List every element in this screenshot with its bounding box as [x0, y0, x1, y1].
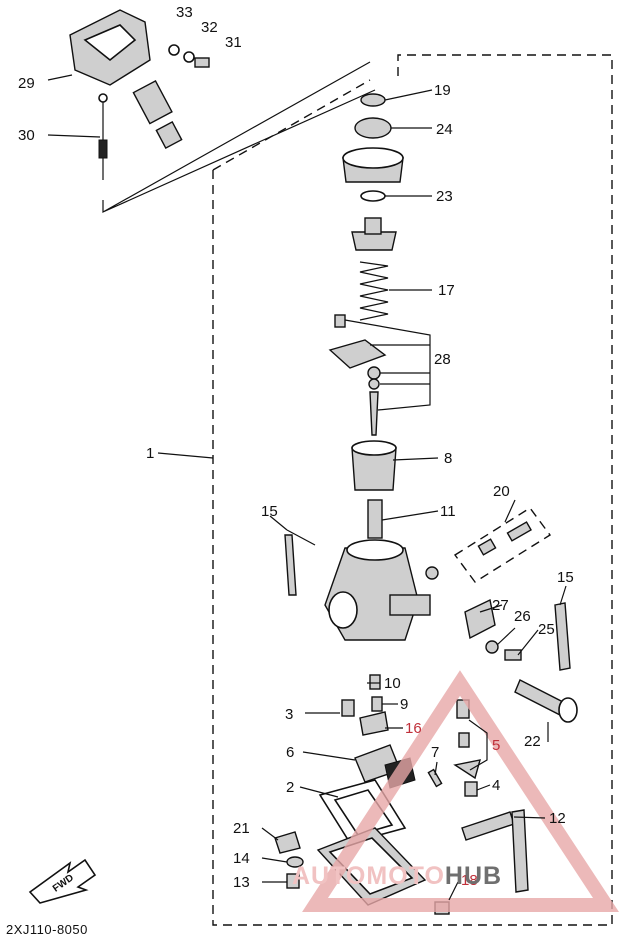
washer-33: [168, 44, 180, 56]
throttle-cable-part: [98, 93, 108, 180]
main-jet-9: [371, 696, 383, 712]
callout-17: 17: [438, 282, 455, 299]
cap-19: [360, 93, 386, 107]
watermark-part1: AUTOMOTO: [292, 862, 445, 890]
callout-28: 28: [434, 351, 451, 368]
float-arm-5c: [453, 759, 481, 780]
callout-27: 27: [492, 597, 509, 614]
throttle-housing-part: [69, 9, 183, 150]
callout-6: 6: [286, 744, 294, 761]
vent-hose-right: [554, 602, 571, 671]
callout-31: 31: [225, 34, 242, 51]
callout-11: 11: [440, 503, 456, 520]
callout-26: 26: [514, 608, 531, 625]
callout-33: 33: [176, 4, 193, 21]
callout-16: 16: [405, 720, 422, 737]
fwd-arrow-icon: [28, 858, 97, 904]
washer-10: [369, 674, 381, 690]
starter-plunger-part: [514, 679, 578, 723]
callout-7: 7: [431, 744, 439, 761]
diagram-code: 2XJ110-8050: [6, 922, 88, 937]
callout-24: 24: [436, 121, 453, 138]
screw-13: [286, 873, 300, 889]
callout-30: 30: [18, 127, 35, 144]
screw-31: [194, 57, 210, 68]
callout-23: 23: [436, 188, 453, 205]
callout-13: 13: [233, 874, 250, 891]
callout-4: 4: [492, 777, 500, 794]
jet-needle-set-part: [328, 314, 387, 436]
callout-14: 14: [233, 850, 250, 867]
callout-1: 1: [146, 445, 154, 462]
callout-3: 3: [285, 706, 293, 723]
callout-15-right: 15: [557, 569, 574, 586]
watermark-part2: HUB: [444, 862, 503, 890]
screw-4: [464, 781, 478, 797]
o-ring-23: [360, 190, 386, 202]
drain-hose-12: [461, 811, 515, 841]
leader-lines: [47, 74, 567, 901]
watermark-triangle: [302, 670, 619, 912]
assembly-boundary: [212, 54, 613, 926]
assembly-boundary-top: [212, 79, 371, 171]
callout-22: 22: [524, 733, 541, 750]
callout-21: 21: [233, 820, 250, 837]
callout-18: 18: [461, 872, 478, 889]
throttle-valve-spring-part: [359, 261, 389, 321]
washer-26: [485, 640, 499, 654]
callout-8: 8: [444, 450, 452, 467]
watermark-logo: AUTOMOTOHUB: [292, 862, 502, 891]
callout-19: 19: [434, 82, 451, 99]
lockwasher-32: [183, 51, 195, 63]
plate-21: [274, 831, 301, 854]
callout-25: 25: [538, 621, 555, 638]
seal-24: [354, 117, 392, 139]
needle-jet-part: [367, 499, 383, 539]
screw-25: [504, 649, 522, 661]
plug-16: [359, 711, 389, 736]
callout-5: 5: [492, 737, 500, 754]
callout-12: 12: [549, 810, 566, 827]
callout-29: 29: [18, 75, 35, 92]
callout-9: 9: [400, 696, 408, 713]
bracket-27: [464, 598, 496, 640]
callout-20: 20: [493, 483, 510, 500]
callout-2: 2: [286, 779, 294, 796]
float-pin-7: [427, 768, 443, 788]
callout-10: 10: [384, 675, 401, 692]
pilot-screw-group-box: [453, 507, 552, 583]
carburetor-body-part: [324, 539, 439, 641]
vent-hose-left: [284, 534, 297, 596]
pilot-jet-3: [341, 699, 355, 717]
starter-jet-5b: [458, 732, 470, 748]
callout-15-left: 15: [261, 503, 278, 520]
throttle-cable-leader: [102, 61, 376, 214]
callout-32: 32: [201, 19, 218, 36]
